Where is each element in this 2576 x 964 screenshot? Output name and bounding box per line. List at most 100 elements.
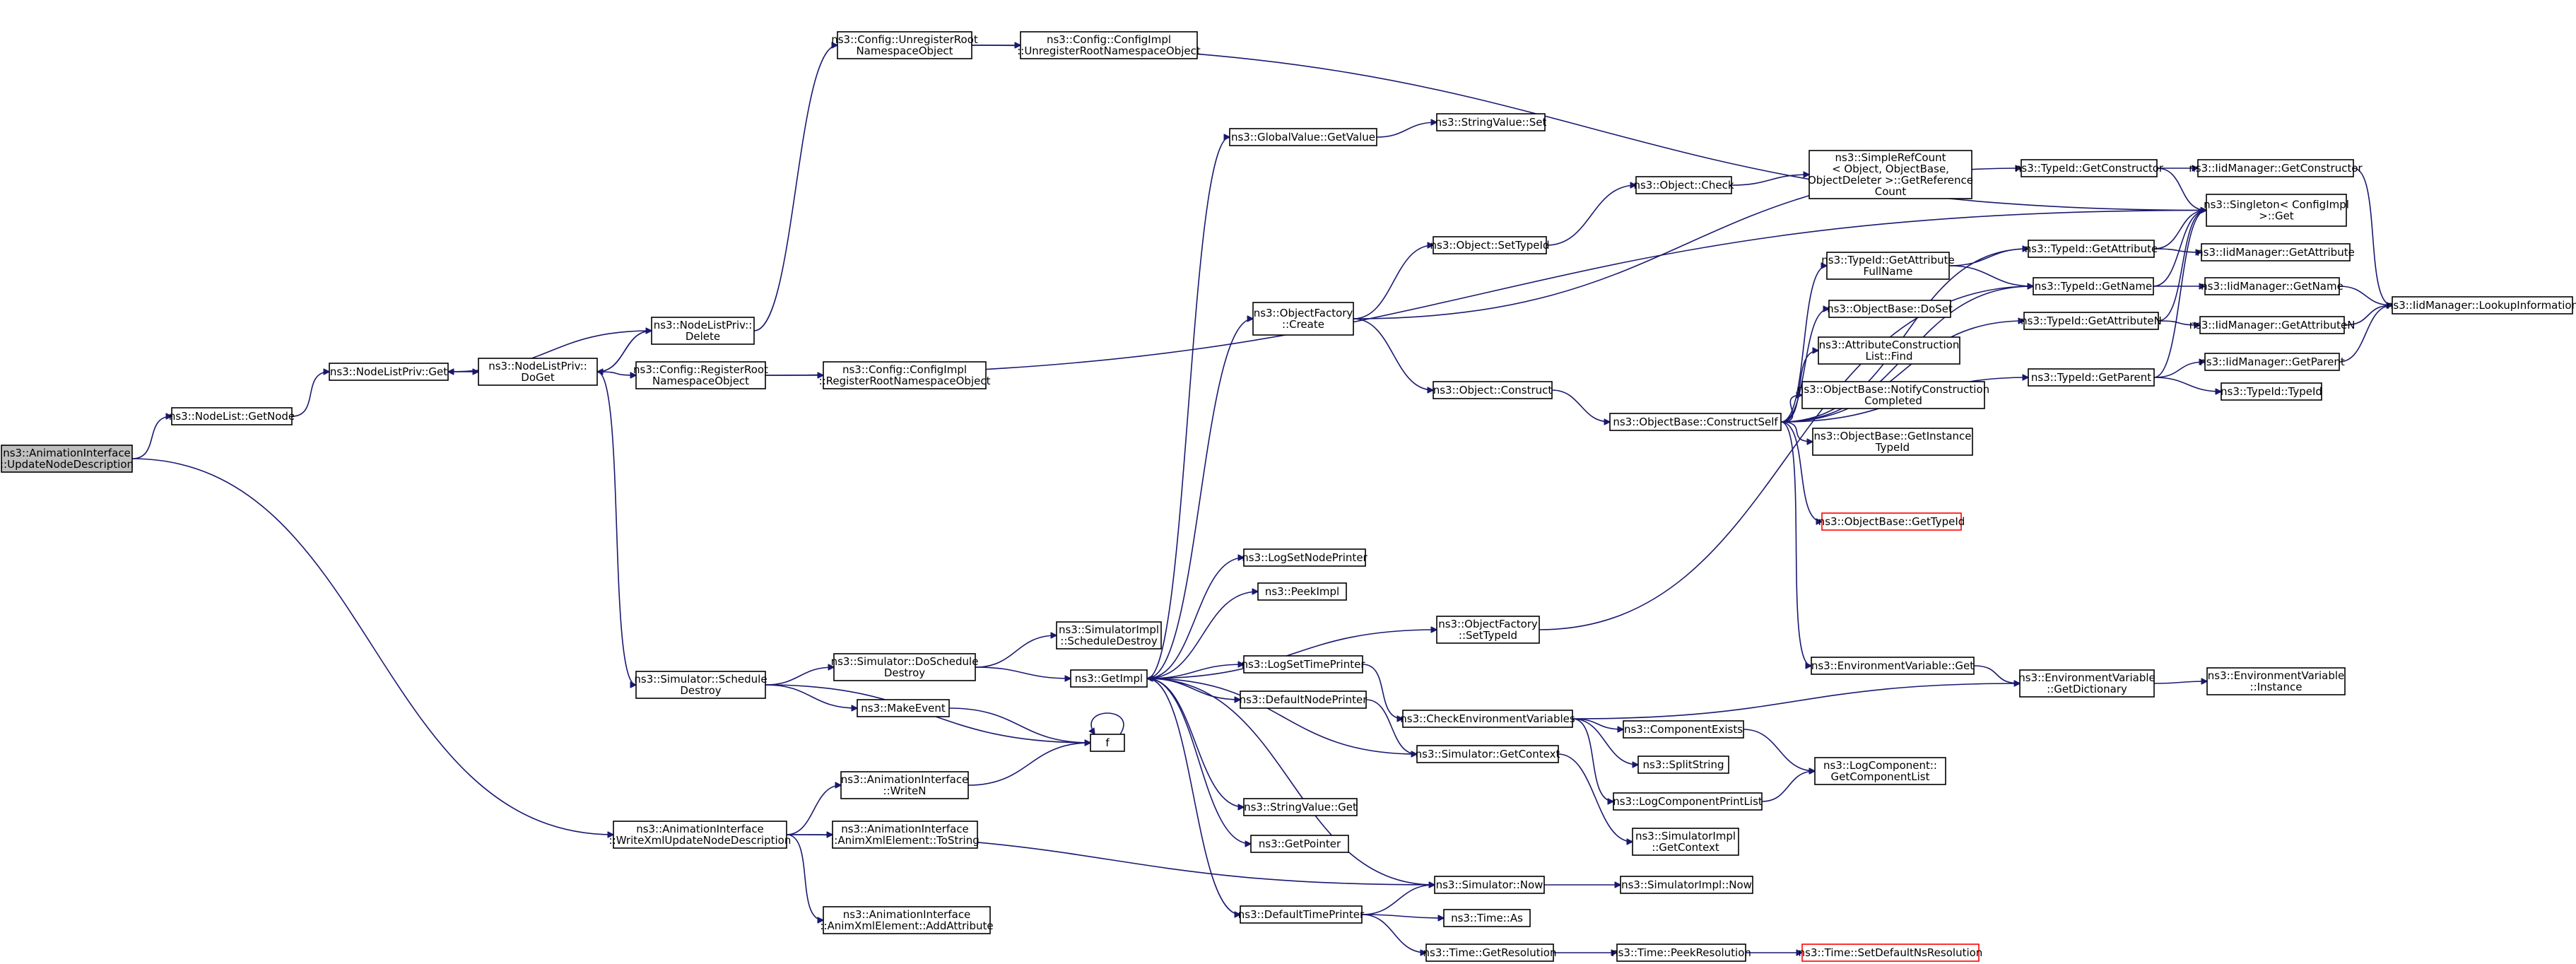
node-label: ns3::Simulator::GetContext — [1416, 748, 1560, 760]
node-sim-now[interactable]: ns3::Simulator::Now — [1434, 876, 1545, 894]
node-logsettimeprinter[interactable]: ns3::LogSetTimePrinter — [1241, 655, 1365, 674]
node-cfgimpl-reg[interactable]: ns3::Config::ConfigImpl::RegisterRootNam… — [819, 361, 991, 389]
node-iid-getattribute[interactable]: ns3::IidManager::GetAttribute — [2196, 243, 2355, 261]
node-ai-addattr[interactable]: ns3::AnimationInterface::AnimXmlElement:… — [820, 906, 994, 934]
node-sim-schdestroy[interactable]: ns3::Simulator::ScheduleDestroy — [634, 671, 767, 699]
edge-getimpl-to-of_settypeid — [1146, 630, 1437, 679]
node-iid-getname[interactable]: ns3::IidManager::GetName — [2201, 277, 2343, 295]
node-tid-getparent[interactable]: ns3::TypeId::GetParent — [2028, 368, 2155, 387]
edge-gv_getvalue-to-sv_set — [1376, 122, 1437, 138]
node-ob-gettypeid[interactable]: ns3::ObjectBase::GetTypeId — [1818, 512, 1965, 531]
node-simimpl-schdestroy[interactable]: ns3::SimulatorImpl::ScheduleDestroy — [1056, 621, 1162, 649]
node-ob-constructself[interactable]: ns3::ObjectBase::ConstructSelf — [1609, 413, 1782, 431]
node-nlp-delete[interactable]: ns3::NodeListPriv::Delete — [651, 317, 755, 345]
node-nlp-doget[interactable]: ns3::NodeListPriv::DoGet — [478, 358, 598, 386]
node-label: DoGet — [521, 371, 555, 384]
node-getpointer[interactable]: ns3::GetPointer — [1250, 835, 1349, 853]
node-label: ns3::ObjectBase::ConstructSelf — [1613, 416, 1778, 428]
node-box — [2204, 353, 2340, 371]
node-ai-writen[interactable]: ns3::AnimationInterface::WriteN — [840, 771, 969, 799]
edge-getimpl-to-logsetnodeprinter — [1146, 558, 1244, 679]
node-cfg-unreg[interactable]: ns3::Config::UnregisterRootNamespaceObje… — [831, 31, 978, 59]
edge-nlp_delete-to-cfg_unreg — [753, 45, 837, 331]
node-tid-typeid[interactable]: ns3::TypeId::TypeId — [2221, 382, 2322, 401]
node-sv-set[interactable]: ns3::StringValue::Set — [1435, 113, 1547, 131]
node-obj-check[interactable]: ns3::Object::Check — [1633, 176, 1734, 194]
node-componentexists[interactable]: ns3::ComponentExists — [1623, 720, 1744, 739]
node-nl-getnode[interactable]: ns3::NodeList::GetNode — [169, 407, 295, 425]
node-iid-getconstructor[interactable]: ns3::IidManager::GetConstructor — [2189, 159, 2363, 177]
node-ev-getdict[interactable]: ns3::EnvironmentVariable::GetDictionary — [2018, 669, 2156, 698]
node-srefcount[interactable]: ns3::SimpleRefCount< Object, ObjectBase,… — [1808, 150, 1973, 199]
node-box — [1436, 113, 1546, 131]
node-defaultnodeprinter[interactable]: ns3::DefaultNodePrinter — [1240, 690, 1368, 709]
node-of-settypeid[interactable]: ns3::ObjectFactory::SetTypeId — [1436, 616, 1540, 644]
function-nodes: ns3::AnimationInterface::UpdateNodeDescr… — [0, 31, 2576, 962]
node-label: ns3::TypeId::TypeId — [2221, 385, 2322, 398]
node-tid-getconstructor[interactable]: ns3::TypeId::GetConstructor — [2015, 159, 2164, 177]
node-ev-get[interactable]: ns3::EnvironmentVariable::Get — [1811, 657, 1975, 675]
node-box — [1613, 792, 1763, 811]
node-root[interactable]: ns3::AnimationInterface::UpdateNodeDescr… — [0, 445, 134, 473]
node-time-peekres[interactable]: ns3::Time::PeekResolution — [1611, 944, 1751, 962]
node-splitstring[interactable]: ns3::SplitString — [1637, 756, 1729, 774]
node-ev-instance[interactable]: ns3::EnvironmentVariable::Instance — [2206, 667, 2346, 695]
node-box — [635, 361, 766, 389]
node-time-as[interactable]: ns3::Time::As — [1443, 909, 1531, 927]
node-nlp-get[interactable]: ns3::NodeListPriv::Get — [329, 363, 449, 381]
node-sv-get[interactable]: ns3::StringValue::Get — [1243, 798, 1358, 816]
node-defaulttimeprinter[interactable]: ns3::DefaultTimePrinter — [1238, 905, 1365, 924]
node-box — [1811, 657, 1975, 675]
node-tid-getname[interactable]: ns3::TypeId::GetName — [2033, 277, 2154, 295]
node-label: ns3::Simulator::DoSchedule — [831, 655, 979, 668]
node-iid-lookup[interactable]: ns3::IidManager::LookupInformation — [2387, 296, 2576, 315]
node-cfgimpl-unreg[interactable]: ns3::Config::ConfigImpl::UnregisterRootN… — [1017, 31, 1201, 59]
node-getimpl[interactable]: ns3::GetImpl — [1070, 669, 1148, 688]
edge-tid_getparent-to-singleton — [2153, 211, 2206, 378]
node-singleton[interactable]: ns3::Singleton< ConfigImpl >::Get — [2204, 194, 2349, 227]
node-cfg-reg[interactable]: ns3::Config::RegisterRootNamespaceObject — [633, 361, 768, 389]
node-label: ns3::ObjectBase::DoSet — [1827, 302, 1953, 315]
edge-defaulttimeprinter-to-sim_now — [1361, 885, 1435, 915]
node-obj-construct[interactable]: ns3::Object::Construct — [1433, 381, 1553, 399]
node-f[interactable]: f — [1090, 734, 1125, 752]
node-logcomp-getlist[interactable]: ns3::LogComponent::GetComponentList — [1814, 757, 1946, 785]
node-simimpl-getcontext[interactable]: ns3::SimulatorImpl::GetContext — [1632, 828, 1739, 856]
node-box — [1090, 734, 1125, 752]
node-label: Destroy — [680, 684, 721, 697]
node-ai-writexml[interactable]: ns3::AnimationInterface::WriteXmlUpdateN… — [609, 821, 792, 849]
node-checkenv[interactable]: ns3::CheckEnvironmentVariables — [1400, 710, 1575, 728]
node-time-getres[interactable]: ns3::Time::GetResolution — [1423, 944, 1557, 962]
node-time-setdefault[interactable]: ns3::Time::SetDefaultNsResolution — [1799, 944, 1983, 962]
node-tid-getattributen[interactable]: ns3::TypeId::GetAttributeN — [2021, 312, 2162, 330]
node-logcompprintlist[interactable]: ns3::LogComponentPrintList — [1613, 792, 1763, 811]
node-label: ns3::SimpleRefCount — [1835, 151, 1946, 164]
node-logsetnodeprinter[interactable]: ns3::LogSetNodePrinter — [1242, 548, 1368, 567]
node-ob-notify[interactable]: ns3::ObjectBase::NotifyConstructionCompl… — [1797, 381, 1989, 409]
node-of-create[interactable]: ns3::ObjectFactory::Create — [1252, 302, 1354, 336]
edge-ob_constructself-to-ev_get — [1780, 421, 1811, 666]
node-iid-getparent[interactable]: ns3::IidManager::GetParent — [2199, 353, 2345, 371]
node-label: ns3::TypeId::GetName — [2035, 280, 2152, 293]
node-obj-settypeid[interactable]: ns3::Object::SetTypeId — [1430, 236, 1550, 254]
edge-cfg_reg-to-singleton — [765, 211, 2206, 376]
node-ai-tostring[interactable]: ns3::AnimationInterface::AnimXmlElement:… — [830, 821, 980, 849]
node-iid-getattributen[interactable]: ns3::IidManager::GetAttributeN — [2189, 316, 2356, 334]
node-sim-getcontext[interactable]: ns3::Simulator::GetContext — [1416, 745, 1560, 763]
node-peekimpl[interactable]: ns3::PeekImpl — [1257, 582, 1347, 601]
node-gv-getvalue[interactable]: ns3::GlobalValue::GetValue — [1229, 128, 1377, 146]
node-makeevent[interactable]: ns3::MakeEvent — [857, 699, 950, 717]
edge-cfg_unreg-to-singleton — [971, 45, 2206, 211]
node-label: ObjectDeleter >::GetReference — [1808, 174, 1973, 187]
node-simimpl-now[interactable]: ns3::SimulatorImpl::Now — [1620, 876, 1753, 894]
node-label: ns3::AnimationInterface — [636, 823, 764, 835]
edge-root-to-nl_getnode — [131, 416, 172, 459]
node-ob-doset[interactable]: ns3::ObjectBase::DoSet — [1827, 300, 1953, 318]
node-label: ns3::GetPointer — [1259, 837, 1341, 850]
node-tid-getattribute[interactable]: ns3::TypeId::GetAttribute — [2025, 240, 2158, 258]
